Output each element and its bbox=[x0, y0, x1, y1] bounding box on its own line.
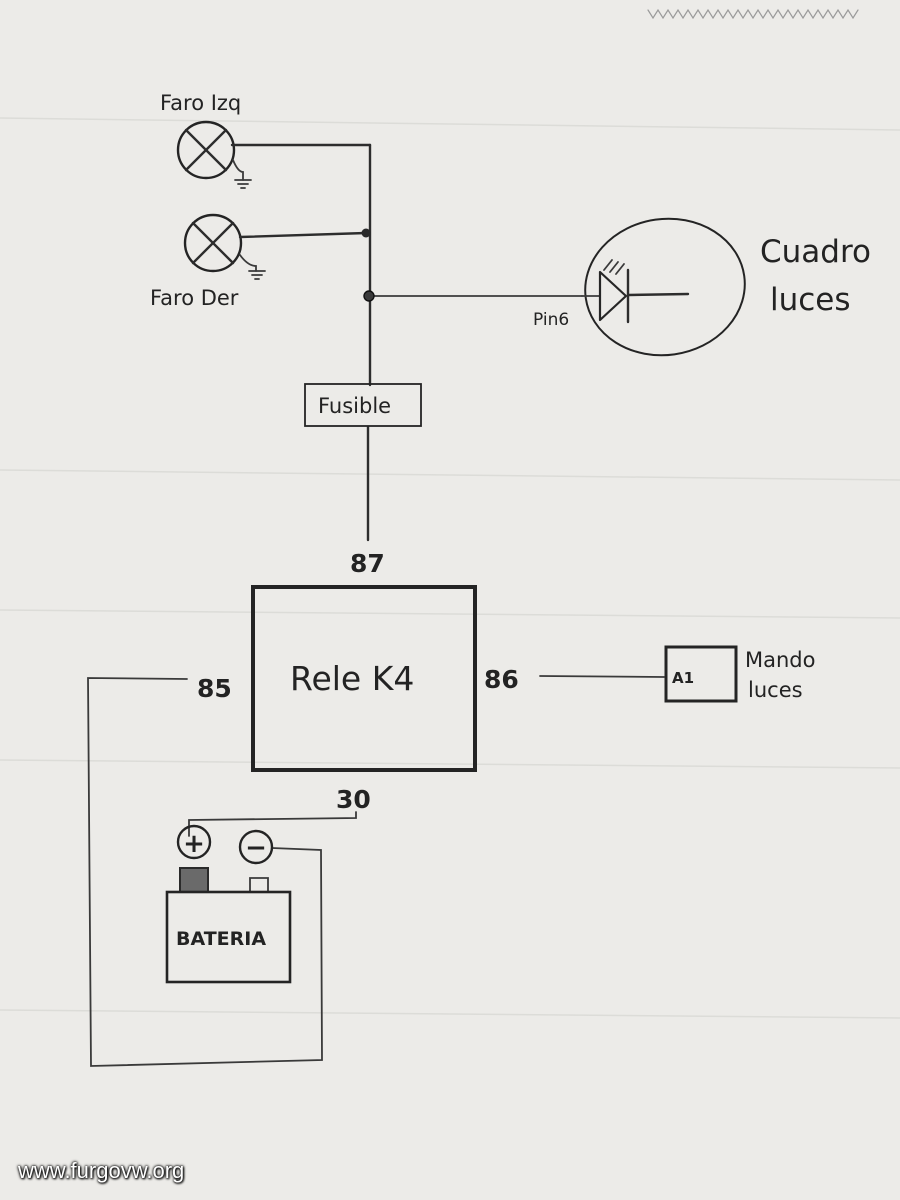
junction-dot bbox=[361, 228, 371, 238]
relay-box bbox=[251, 585, 477, 772]
fuse-box bbox=[304, 383, 422, 427]
dashboard-title-line1: Cuadro bbox=[760, 234, 871, 270]
switch-box bbox=[664, 645, 738, 703]
terminal-86-label: 86 bbox=[484, 665, 519, 694]
battery-minus-label: − bbox=[245, 833, 267, 863]
ground-symbol-left bbox=[232, 159, 252, 189]
dashboard-circle bbox=[584, 217, 746, 357]
watermark: www.furgovw.org bbox=[18, 1158, 185, 1183]
switch-title-line2: luces bbox=[748, 678, 803, 702]
terminal-87-label: 87 bbox=[350, 549, 385, 578]
pin-label: Pin6 bbox=[533, 310, 569, 330]
wire-bus bbox=[230, 143, 583, 542]
fuse-label: Fusible bbox=[318, 394, 391, 418]
battery bbox=[165, 824, 292, 984]
relay-label: Rele K4 bbox=[290, 659, 414, 698]
ruled-lines bbox=[0, 117, 900, 1019]
wire-relay-control bbox=[87, 675, 665, 1067]
torn-edge bbox=[647, 8, 859, 20]
ground-symbol-right bbox=[239, 254, 266, 280]
dashboard-title-line2: luces bbox=[770, 282, 851, 318]
lamp-right bbox=[183, 213, 243, 273]
terminal-30-label: 30 bbox=[336, 785, 371, 814]
battery-label: BATERIA bbox=[176, 928, 266, 950]
terminal-85-label: 85 bbox=[197, 674, 232, 703]
battery-plus-label: + bbox=[183, 829, 205, 859]
switch-id-label: A1 bbox=[672, 669, 694, 687]
lamp-left-label: Faro Izq bbox=[160, 91, 241, 115]
junction-dot bbox=[363, 290, 375, 302]
led-icon bbox=[581, 259, 690, 324]
switch-title-line1: Mando bbox=[745, 648, 815, 672]
lamp-left bbox=[176, 120, 236, 180]
lamp-right-label: Faro Der bbox=[150, 286, 239, 310]
